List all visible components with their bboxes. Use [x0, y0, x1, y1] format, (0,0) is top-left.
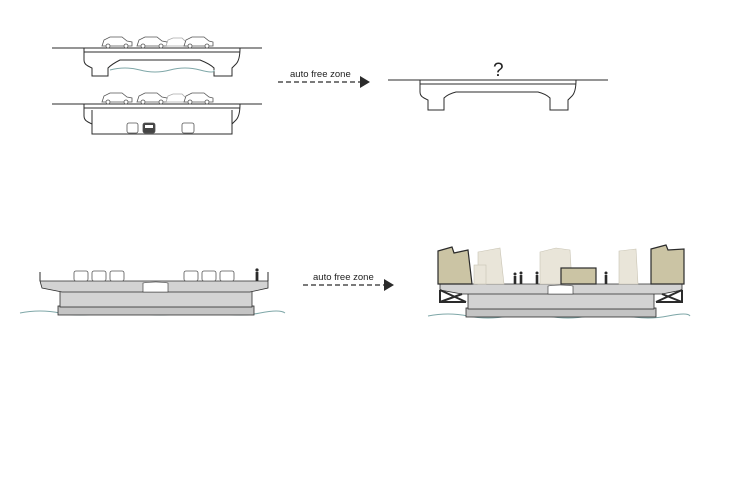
- building-olive: [437, 244, 685, 285]
- bus-icon: [126, 122, 195, 134]
- question-mark: ?: [493, 60, 504, 81]
- arrow-head-icon: [360, 76, 370, 88]
- car-icon: [183, 92, 214, 105]
- car-icon: [136, 92, 168, 105]
- bridge-section-empty: [388, 79, 608, 111]
- person-icon: [513, 271, 608, 284]
- car-icon: [136, 36, 168, 49]
- bridge-section-with-buildings: [427, 283, 691, 319]
- bridge-section-with-traffic: [19, 272, 286, 316]
- person-icon: [255, 268, 259, 281]
- arrow-bottom-label: auto free zone: [313, 272, 374, 283]
- car-icon: [101, 92, 133, 105]
- car-icon: [101, 36, 133, 49]
- arrow-bottom: auto free zone: [303, 272, 394, 291]
- building-light: [473, 264, 487, 285]
- building-light: [477, 247, 639, 285]
- car-icon: [183, 36, 214, 49]
- arrow-top: auto free zone: [278, 69, 370, 88]
- bridge-section-double-deck: [52, 103, 262, 135]
- car-icon: [73, 270, 235, 282]
- bridge-section-single-deck: [52, 47, 262, 77]
- arrow-head-icon: [384, 279, 394, 291]
- arrow-top-label: auto free zone: [290, 69, 351, 80]
